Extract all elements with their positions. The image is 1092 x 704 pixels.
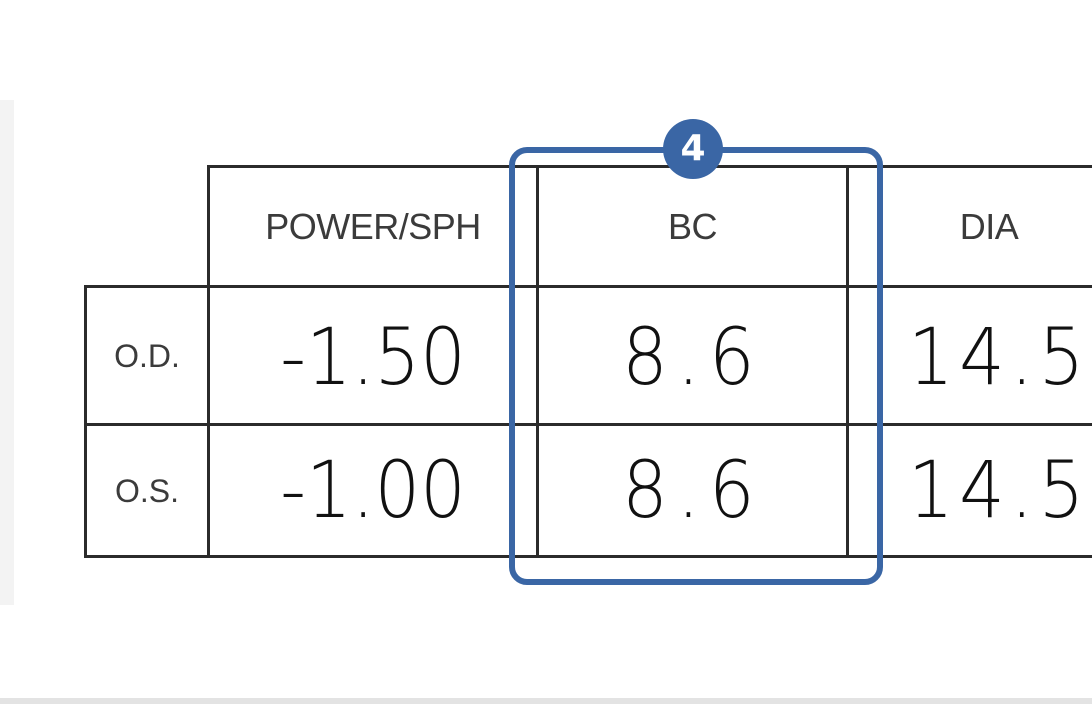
bc-column-right-border bbox=[846, 165, 849, 558]
header-bottom-border bbox=[84, 285, 1092, 288]
os-dia-value: 14.5 bbox=[908, 446, 1090, 536]
row-label-left-border bbox=[84, 285, 87, 558]
od-bc-value: 8.6 bbox=[622, 312, 764, 403]
table-top-border bbox=[208, 165, 1092, 168]
od-power-sph-value: -1.50 bbox=[280, 312, 466, 403]
row-label-od: O.D. bbox=[114, 337, 180, 374]
bottom-edge-strip bbox=[0, 698, 1092, 704]
callout-number-badge: 4 bbox=[663, 119, 723, 179]
od-dia-value: 14.5 bbox=[908, 312, 1090, 403]
os-bc-value: 8.6 bbox=[622, 446, 764, 536]
row-divider bbox=[84, 423, 1092, 426]
column-header-dia: DIA bbox=[959, 205, 1019, 247]
bc-column-left-border bbox=[536, 165, 539, 558]
os-power-sph-value: -1.00 bbox=[280, 446, 466, 536]
bc-column-highlight bbox=[509, 147, 883, 585]
column-header-power-sph: POWER/SPH bbox=[265, 205, 481, 247]
power-column-left-border bbox=[207, 165, 210, 558]
row-label-os: O.S. bbox=[114, 472, 179, 509]
column-header-bc: BC bbox=[667, 205, 718, 247]
table-bottom-border bbox=[84, 555, 1092, 558]
paper-edge bbox=[0, 100, 14, 605]
